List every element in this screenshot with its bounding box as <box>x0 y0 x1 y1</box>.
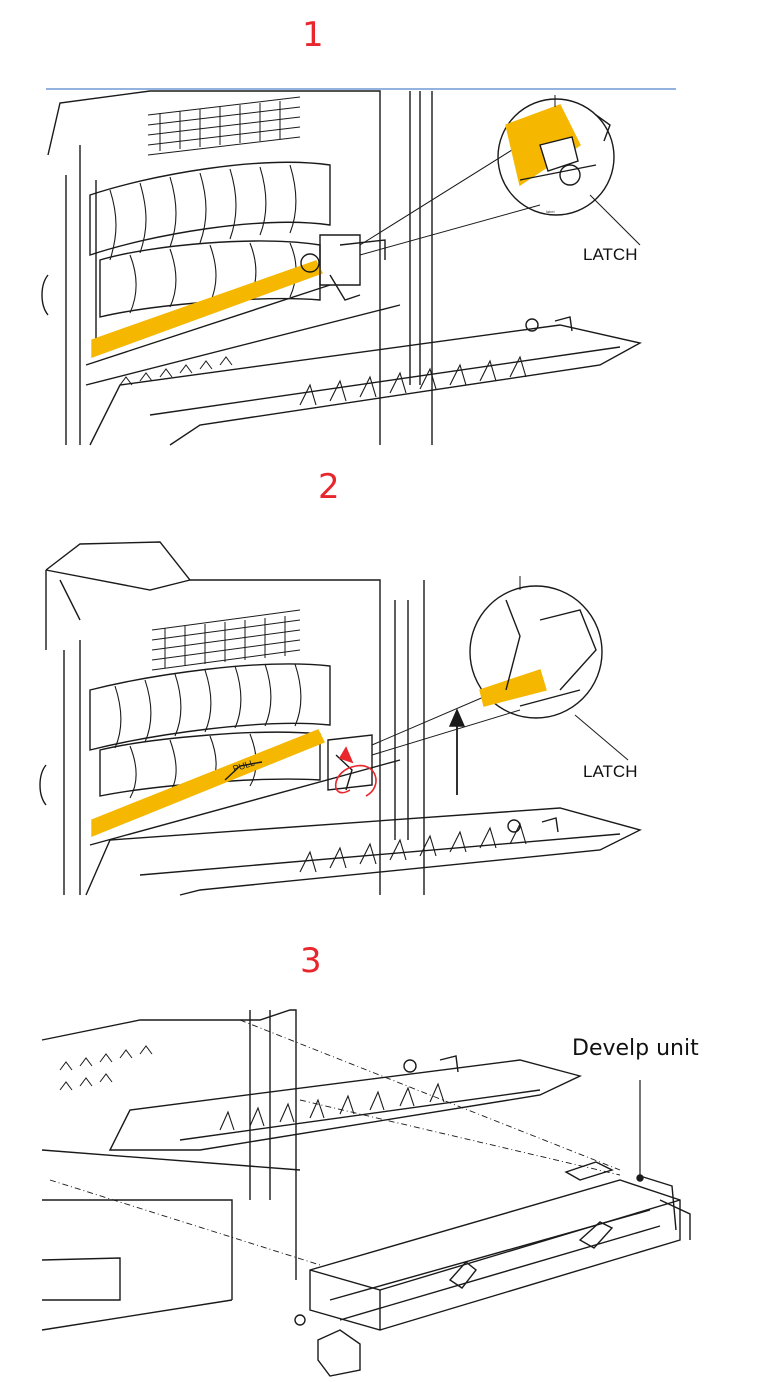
step-number-3: 3 <box>300 941 322 981</box>
magnifier-callout-icon <box>469 576 603 719</box>
magnifier-callout-icon: label <box>497 95 615 216</box>
latch-label-1: LATCH <box>583 245 638 264</box>
up-arrow-icon <box>448 708 466 795</box>
svg-text:label: label <box>546 209 555 214</box>
printer-latch-release-drawing: PULL <box>39 541 642 896</box>
printer-open-side-cover-drawing: label <box>41 88 676 446</box>
develop-unit-removal-drawing <box>41 1009 691 1377</box>
step-3-illustration: Develp unit <box>0 1000 768 1382</box>
step-2-illustration: PULL <box>0 540 768 896</box>
rotate-arrow-icon <box>334 746 377 797</box>
highlighted-roller <box>91 729 325 838</box>
highlighted-roller <box>91 260 323 359</box>
step-1-illustration: label LATCH <box>0 85 768 446</box>
develop-unit <box>294 1161 691 1377</box>
latch-label-2: LATCH <box>583 762 638 781</box>
step-number-1: 1 <box>302 15 324 55</box>
develop-unit-label: Develp unit <box>572 1036 699 1061</box>
step-number-2: 2 <box>318 467 340 507</box>
